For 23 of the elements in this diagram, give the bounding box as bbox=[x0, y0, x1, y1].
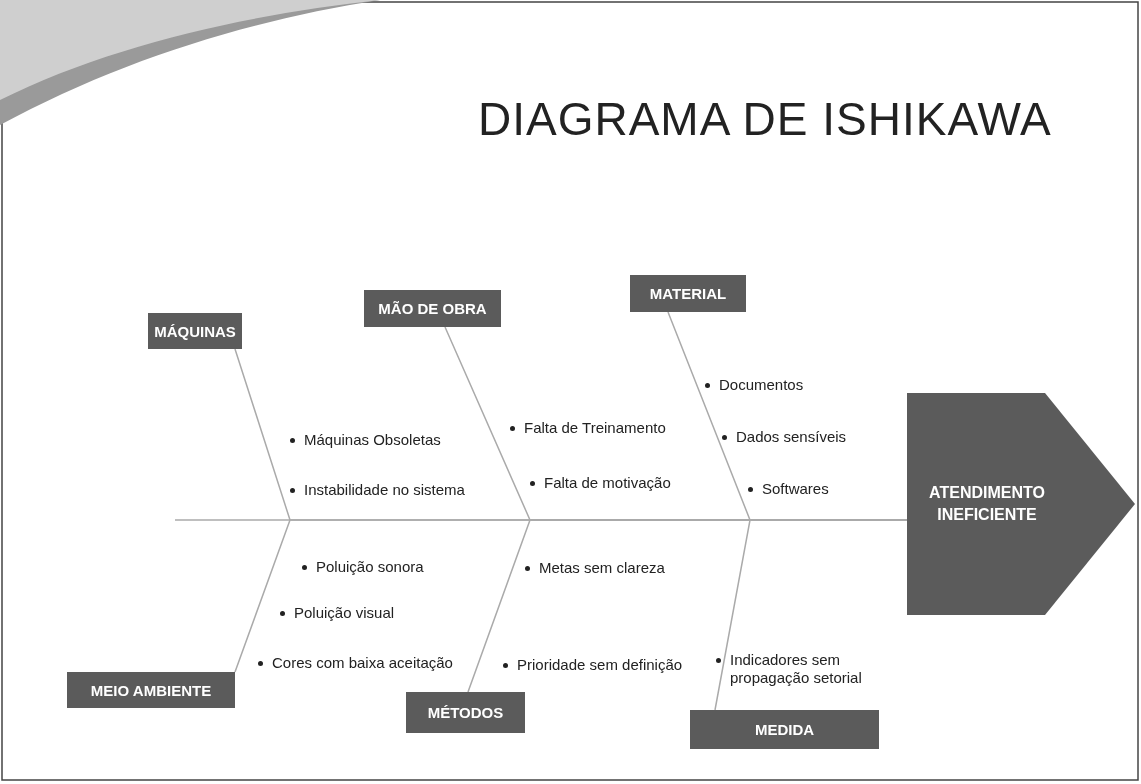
cause-text: Prioridade sem definição bbox=[517, 656, 683, 674]
category-box: MÃO DE OBRA bbox=[364, 290, 501, 327]
bone-line bbox=[714, 519, 908, 711]
cause-text: Dados sensíveis bbox=[736, 428, 847, 446]
category-box: MATERIAL bbox=[630, 275, 746, 312]
cause-text: Softwares bbox=[762, 480, 829, 498]
effect-pentagon bbox=[907, 393, 1135, 615]
category-box: MÁQUINAS bbox=[148, 313, 242, 349]
cause-text: Poluição visual bbox=[294, 604, 395, 622]
cause-text: Documentos bbox=[719, 376, 804, 394]
cause-text: Instabilidade no sistema bbox=[304, 481, 465, 499]
category-box: MÉTODOS bbox=[406, 692, 525, 733]
cause-text: Cores com baixa aceitação bbox=[272, 654, 453, 672]
category-box: MEIO AMBIENTE bbox=[67, 672, 235, 708]
category-box: MEDIDA bbox=[690, 710, 879, 749]
title: DIAGRAMA DE ISHIKAWA bbox=[478, 92, 1052, 146]
cause-text: Falta de Treinamento bbox=[524, 419, 666, 437]
effect-label: ATENDIMENTO INEFICIENTE bbox=[928, 483, 1046, 525]
cause-text: Falta de motivação bbox=[544, 474, 671, 492]
cause-text: Máquinas Obsoletas bbox=[304, 431, 441, 449]
cause-text: Metas sem clareza bbox=[539, 559, 665, 577]
cause-text: Poluição sonora bbox=[316, 558, 424, 576]
cause-text: Indicadores sem propagação setorial bbox=[730, 651, 863, 687]
